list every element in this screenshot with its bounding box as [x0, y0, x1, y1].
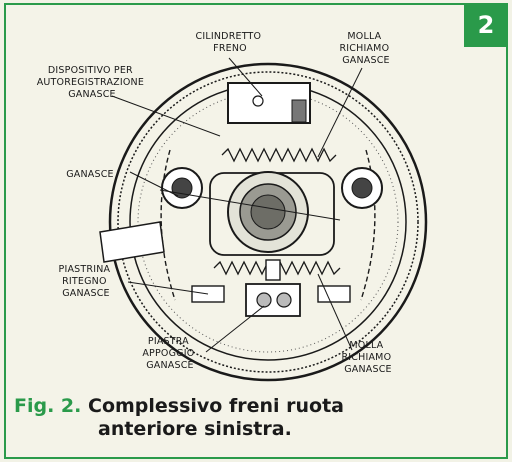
label-ganasce: GANASCE — [66, 169, 114, 180]
support-plate-bolt-left — [256, 292, 272, 308]
label-molla-richiamo-bottom: MOLLA RICHIAMO GANASCE — [342, 340, 395, 375]
retaining-plate-right — [317, 285, 351, 303]
wheel-cylinder-port — [252, 95, 264, 107]
leader-molla-bottom — [317, 273, 353, 351]
label-dispositivo: DISPOSITIVO PER AUTOREGISTRAZIONE GANASC… — [37, 65, 148, 100]
leader-piastrina — [127, 281, 209, 295]
leader-molla-top — [317, 67, 363, 158]
support-plate — [245, 283, 301, 317]
figure-caption: Fig. 2. Complessivo freni ruota anterior… — [14, 395, 484, 441]
brake-shoe-right — [360, 149, 376, 301]
backing-plate-inner — [117, 71, 419, 373]
adjuster-right-inner — [351, 177, 373, 199]
label-molla-richiamo-top: MOLLA RICHIAMO GANASCE — [340, 31, 393, 66]
hub-center — [250, 194, 286, 230]
anchor-block — [265, 259, 281, 281]
backing-plate-outer — [108, 62, 428, 382]
label-piastrina: PIASTRINA RITEGNO GANASCE — [59, 264, 114, 299]
caption-figure-number: Fig. 2. — [14, 395, 82, 417]
brake-shoe-left — [160, 149, 176, 301]
label-cilindretto: CILINDRETTO FRENO — [196, 31, 265, 54]
support-plate-bolt-right — [276, 292, 292, 308]
return-spring-top — [221, 147, 337, 163]
label-piastra: PIASTRA APPOGGIO GANASCE — [142, 336, 197, 371]
leader-ganasce-right — [159, 189, 341, 221]
wheel-cylinder-bleeder — [291, 99, 307, 123]
leader-piastra — [205, 305, 265, 353]
caption-line-1: Complessivo freni ruota — [88, 395, 345, 417]
leader-cilindretto — [228, 57, 263, 97]
hose-stub — [99, 221, 165, 263]
caption-line-2: anteriore sinistra. — [98, 418, 292, 440]
leader-dispositivo — [111, 95, 221, 137]
figure-number-badge: 2 — [464, 3, 508, 47]
